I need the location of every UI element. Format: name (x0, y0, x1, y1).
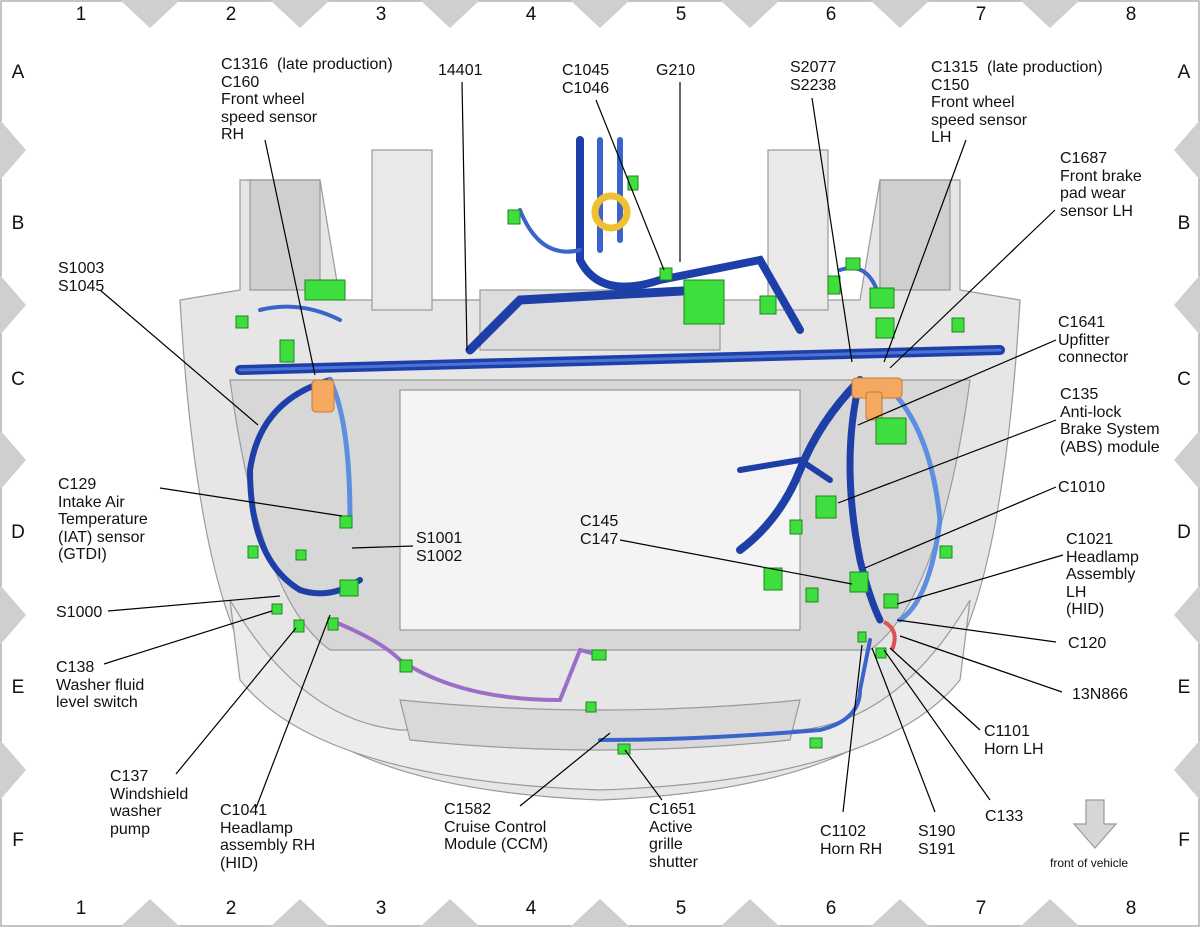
grid-col-3-top: 3 (375, 4, 387, 25)
callout-s2077: S2077 S2238 (790, 59, 837, 94)
wiring-harness (235, 136, 1005, 742)
callout-c145: C145 C147 (580, 513, 619, 548)
callout-c1582: C1582 Cruise Control Module (CCM) (444, 801, 549, 853)
grid-col-1-top: 1 (75, 4, 87, 25)
grid-markers-right (1174, 120, 1200, 800)
callout-c1010: C1010 (1058, 479, 1106, 496)
callout-c1315: C1315 (late production) C150 Front wheel… (931, 59, 1103, 146)
grid-markers-left (0, 120, 26, 800)
callout-c1021: C1021 Headlamp Assembly LH (HID) (1066, 531, 1139, 618)
grid-col-4-top: 4 (525, 4, 537, 25)
grid-col-1-bottom: 1 (75, 898, 87, 919)
front-of-vehicle-label: front of vehicle (1050, 856, 1129, 870)
grid-col-4-bottom: 4 (525, 898, 537, 919)
grid-col-2-top: 2 (225, 4, 237, 25)
grid-col-5-top: 5 (675, 4, 687, 25)
grid-col-6-bottom: 6 (825, 898, 837, 919)
callout-s190: S190 S191 (918, 823, 956, 858)
callout-s1001: S1001 S1002 (416, 530, 463, 565)
callout-c137: C137 Windshield washer pump (110, 768, 189, 838)
grid-markers-bottom (120, 899, 1080, 927)
grid-row-c-right: C (1177, 369, 1191, 390)
callout-s1003: S1003 S1045 (58, 260, 105, 295)
grid-row-f-right: F (1178, 830, 1190, 851)
callout-c129: C129 Intake Air Temperature (IAT) sensor… (58, 476, 148, 563)
vehicle-body (179, 149, 1021, 801)
grid-col-6-top: 6 (825, 4, 837, 25)
grid-row-a-left: A (11, 62, 25, 83)
callout-c133: C133 (985, 808, 1024, 825)
callout-c1651: C1651 Active grille shutter (649, 801, 698, 871)
callout-c1045: C1045 C1046 (562, 62, 610, 97)
grid-row-d-left: D (11, 522, 25, 543)
grid-row-b-right: B (1177, 213, 1191, 234)
harness-13n866 (882, 620, 897, 651)
callout-14401: 14401 (438, 62, 483, 79)
grid-row-d-right: D (1177, 522, 1191, 543)
splice-brackets (311, 377, 903, 421)
callout-c1687: C1687 Front brake pad wear sensor LH (1060, 150, 1142, 220)
callout-c1641: C1641 Upfitter connector (1058, 314, 1129, 366)
callout-c1316: C1316 (late production) C160 Front wheel… (221, 56, 393, 143)
callout-c1041: C1041 Headlamp assembly RH (HID) (220, 802, 316, 872)
grid-row-a-right: A (1177, 62, 1191, 83)
callout-c120: C120 (1068, 635, 1107, 652)
grid-row-e-right: E (1177, 677, 1191, 698)
callout-c135: C135 Anti-lock Brake System (ABS) module (1060, 386, 1160, 456)
callout-s1000: S1000 (56, 604, 103, 621)
grid-row-f-left: F (12, 830, 24, 851)
ground-ring-g210 (591, 192, 631, 232)
callout-c1102: C1102 Horn RH (820, 823, 883, 858)
grid-markers-top (120, 0, 1080, 28)
grid-col-2-bottom: 2 (225, 898, 237, 919)
grid-row-b-left: B (11, 213, 25, 234)
connectors (235, 175, 965, 755)
grid-col-7-top: 7 (975, 4, 987, 25)
grid-row-c-left: C (11, 369, 25, 390)
grid-col-5-bottom: 5 (675, 898, 687, 919)
callout-13n866: 13N866 (1072, 686, 1129, 703)
callout-g210: G210 (656, 62, 696, 79)
grid-col-8-top: 8 (1125, 4, 1137, 25)
grid-row-e-left: E (11, 677, 25, 698)
grid-col-7-bottom: 7 (975, 898, 987, 919)
grid-col-8-bottom: 8 (1125, 898, 1137, 919)
callout-c138: C138 Washer fluid level switch (56, 659, 145, 711)
callout-c1101: C1101 Horn LH (984, 723, 1044, 758)
front-arrow-icon (1072, 799, 1118, 849)
leader-lines (99, 81, 1064, 813)
grid-col-3-bottom: 3 (375, 898, 387, 919)
